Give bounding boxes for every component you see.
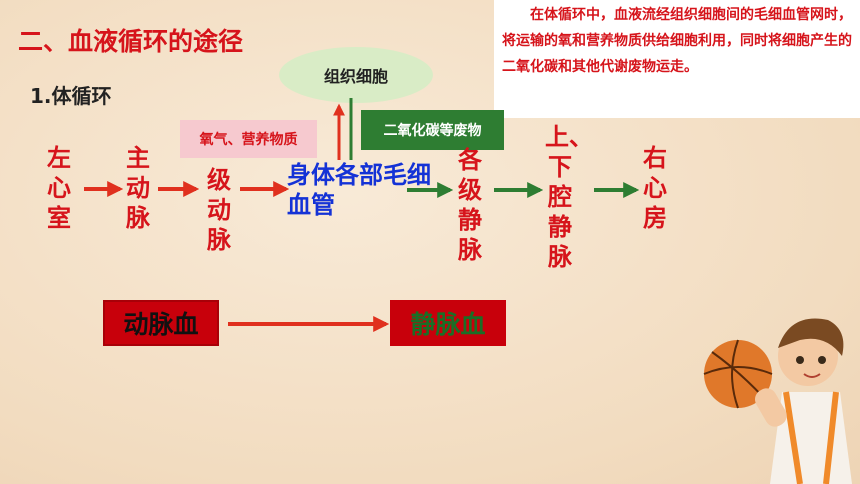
node-aorta: 主动脉 [126,144,150,232]
co2-waste-label: 二氧化碳等废物 [361,110,504,150]
slide-subtitle: 1.体循环 [30,84,112,108]
node-capillaries: 身体各部毛细血管 [287,161,431,219]
tissue-cells-ellipse: 组织细胞 [279,47,433,103]
node-arteries: 级动脉 [207,166,231,254]
explanation-note: 在体循环中，血液流经组织细胞间的毛细血管网时，将运输的氧和营养物质供给细胞利用，… [494,0,860,118]
node-vena-cava: 上、下腔静脉 [545,123,593,271]
node-right-atrium: 右心房 [643,144,667,232]
oxygen-nutrients-label: 氧气、营养物质 [180,120,317,158]
arterial-blood-box: 动脉血 [103,300,219,346]
basketball-player-illustration [703,318,852,484]
venous-blood-box: 静脉血 [390,300,506,346]
node-left-ventricle: 左心室 [47,144,71,232]
slide-title: 二、血液循环的途径 [18,27,244,56]
node-veins: 各级静脉 [458,146,482,264]
